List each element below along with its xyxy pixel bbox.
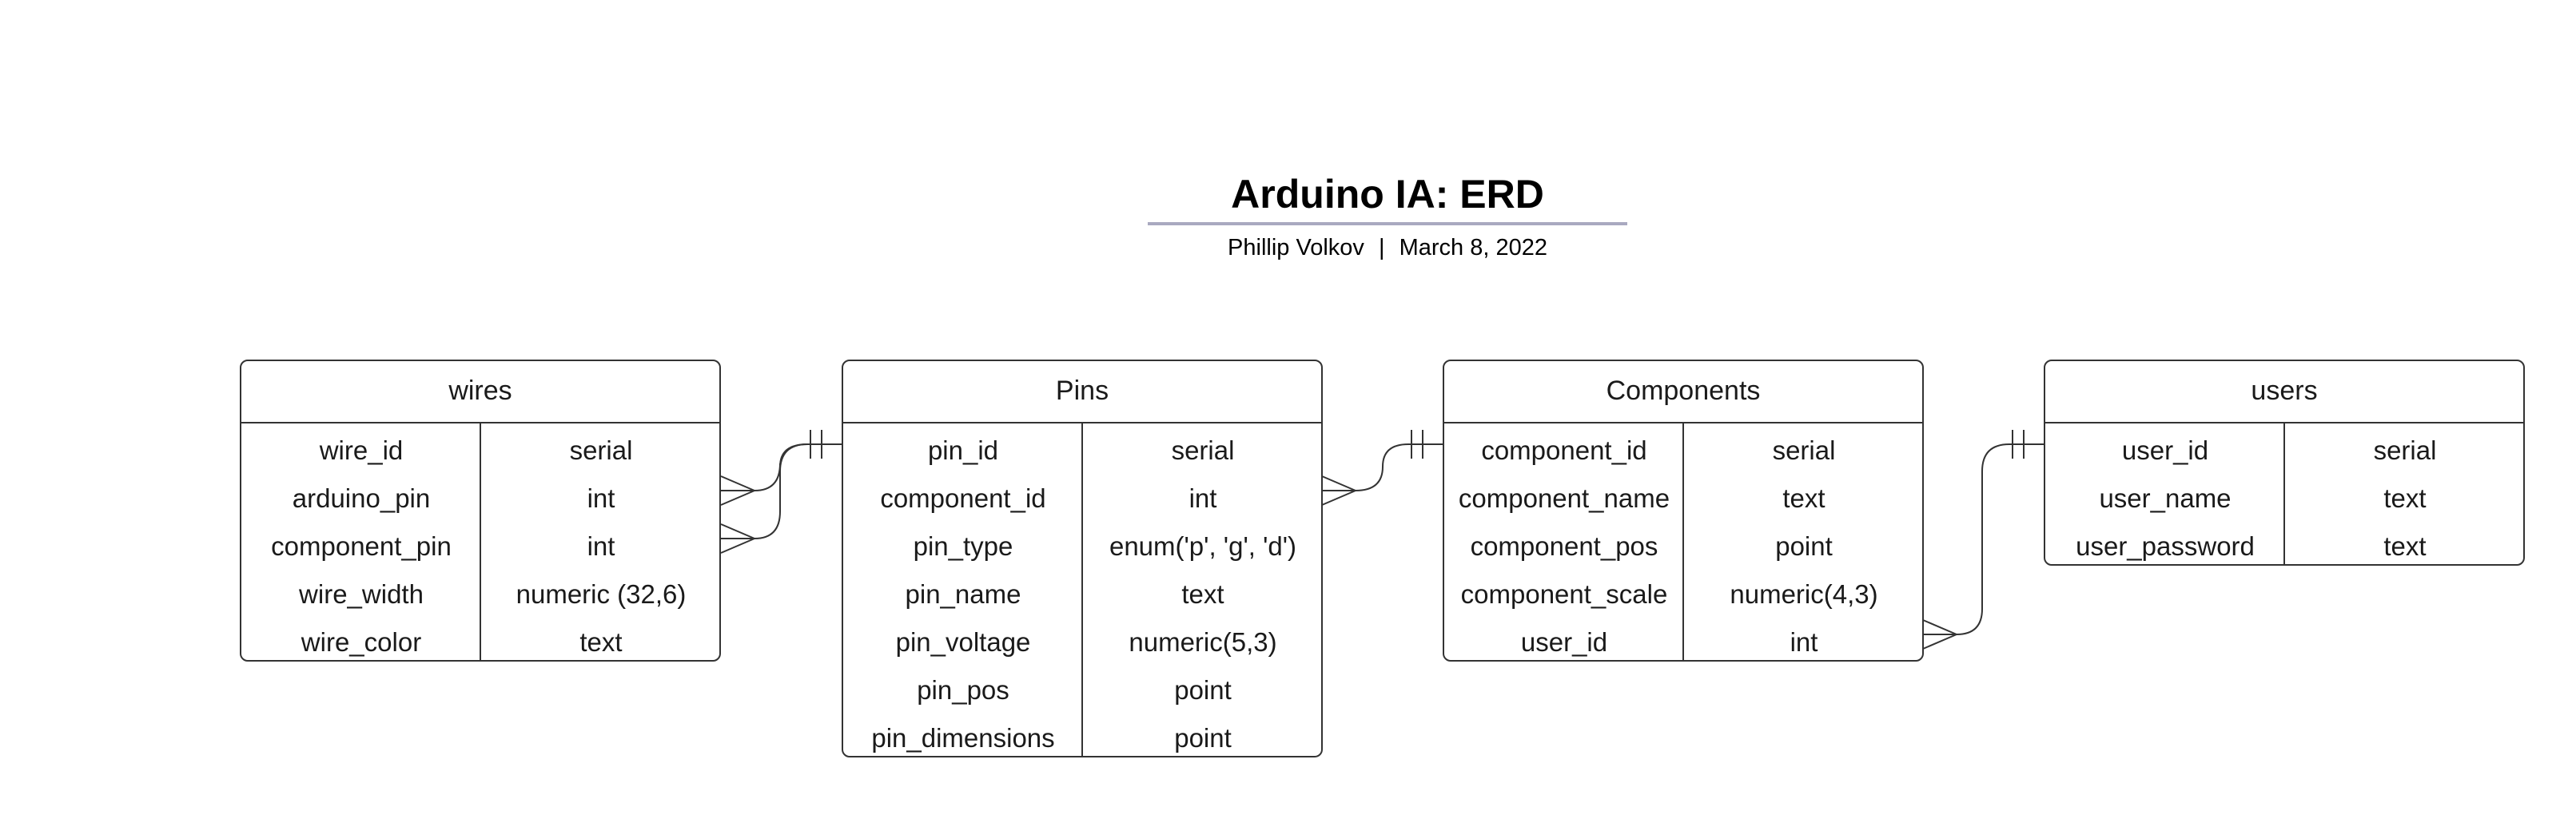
- entity-header: users: [2045, 361, 2523, 423]
- field-name: pin_id: [927, 435, 999, 465]
- field-name: user_id: [1520, 627, 1608, 657]
- field-type: text: [1181, 579, 1224, 609]
- column-divider: [1081, 422, 1083, 756]
- field-name: wire_id: [319, 435, 404, 465]
- table-row: wire_color text: [241, 618, 719, 666]
- entity-components[interactable]: Components component_id serial component_…: [1443, 360, 1924, 662]
- relationship-components-to-users: [1923, 443, 2044, 635]
- field-name: pin_name: [905, 579, 1021, 609]
- entity-pins[interactable]: Pins pin_id serial component_id int pin_ty…: [842, 360, 1323, 757]
- table-row: pin_voltage numeric(5,3): [843, 618, 1321, 666]
- table-row: user_password text: [2045, 523, 2523, 570]
- column-divider: [2283, 422, 2285, 564]
- crowfoot-many-icon: [720, 475, 755, 506]
- field-type: int: [1188, 483, 1217, 513]
- one-and-only-one-icon: [2012, 430, 2025, 459]
- diagram-title: Arduino IA: ERD: [1231, 172, 1544, 217]
- field-type: enum('p', 'g', 'd'): [1109, 531, 1297, 561]
- entity-header: Components: [1444, 361, 1922, 423]
- field-name: user_password: [2076, 531, 2255, 561]
- crowfoot-many-icon: [1321, 475, 1356, 506]
- field-name: component_id: [1481, 435, 1647, 465]
- field-name: component_id: [880, 483, 1046, 513]
- field-name: component_pos: [1470, 531, 1658, 561]
- field-type: text: [579, 627, 623, 657]
- crowfoot-many-icon: [1922, 619, 1957, 650]
- title-underline: [1148, 222, 1627, 225]
- field-name: pin_pos: [917, 675, 1009, 705]
- table-row: component_id int: [843, 475, 1321, 523]
- field-type: point: [1174, 723, 1232, 753]
- field-type: point: [1775, 531, 1833, 561]
- table-row: user_id serial: [2045, 427, 2523, 475]
- field-type: numeric(4,3): [1730, 579, 1878, 609]
- table-row: pin_dimensions point: [843, 714, 1321, 762]
- field-type: point: [1174, 675, 1232, 705]
- field-type: serial: [569, 435, 633, 465]
- table-row: pin_pos point: [843, 666, 1321, 714]
- relationship-pins-to-components: [1322, 443, 1443, 491]
- field-type: text: [2383, 531, 2427, 561]
- field-type: text: [1782, 483, 1825, 513]
- table-row: pin_type enum('p', 'g', 'd'): [843, 523, 1321, 570]
- table-row: user_id int: [1444, 618, 1922, 666]
- field-type: text: [2383, 483, 2427, 513]
- diagram-subtitle: Phillip Volkov | March 8, 2022: [1148, 232, 1627, 264]
- table-row: user_name text: [2045, 475, 2523, 523]
- field-type: serial: [2373, 435, 2437, 465]
- field-type: int: [1790, 627, 1818, 657]
- field-type: numeric(5,3): [1129, 627, 1277, 657]
- field-type: int: [587, 531, 615, 561]
- field-name: arduino_pin: [292, 483, 431, 513]
- table-row: arduino_pin int: [241, 475, 719, 523]
- column-divider: [480, 422, 481, 660]
- table-row: pin_id serial: [843, 427, 1321, 475]
- column-divider: [1682, 422, 1684, 660]
- field-type: int: [587, 483, 615, 513]
- field-name: user_id: [2121, 435, 2209, 465]
- field-name: component_name: [1458, 483, 1670, 513]
- table-row: component_name text: [1444, 475, 1922, 523]
- field-name: component_pin: [271, 531, 452, 561]
- table-row: component_pin int: [241, 523, 719, 570]
- field-type: serial: [1772, 435, 1836, 465]
- entity-header: wires: [241, 361, 719, 423]
- table-row: component_scale numeric(4,3): [1444, 570, 1922, 618]
- field-name: pin_dimensions: [871, 723, 1055, 753]
- entity-header: Pins: [843, 361, 1321, 423]
- subtitle-separator: |: [1378, 235, 1385, 260]
- field-name: wire_width: [299, 579, 424, 609]
- table-row: pin_name text: [843, 570, 1321, 618]
- field-name: pin_type: [913, 531, 1013, 561]
- author-name: Phillip Volkov: [1228, 235, 1364, 260]
- field-type: serial: [1171, 435, 1235, 465]
- field-name: component_scale: [1460, 579, 1668, 609]
- field-name: wire_color: [301, 627, 422, 657]
- field-type: numeric (32,6): [516, 579, 687, 609]
- table-row: component_id serial: [1444, 427, 1922, 475]
- field-name: pin_voltage: [895, 627, 1031, 657]
- table-row: wire_width numeric (32,6): [241, 570, 719, 618]
- one-and-only-one-icon: [810, 430, 822, 459]
- field-name: user_name: [2099, 483, 2232, 513]
- table-row: component_pos point: [1444, 523, 1922, 570]
- relationship-wires-component-pin-to-pins: [721, 443, 808, 539]
- one-and-only-one-icon: [1411, 430, 1423, 459]
- diagram-date: March 8, 2022: [1399, 235, 1547, 260]
- table-row: wire_id serial: [241, 427, 719, 475]
- crowfoot-many-icon: [720, 523, 755, 554]
